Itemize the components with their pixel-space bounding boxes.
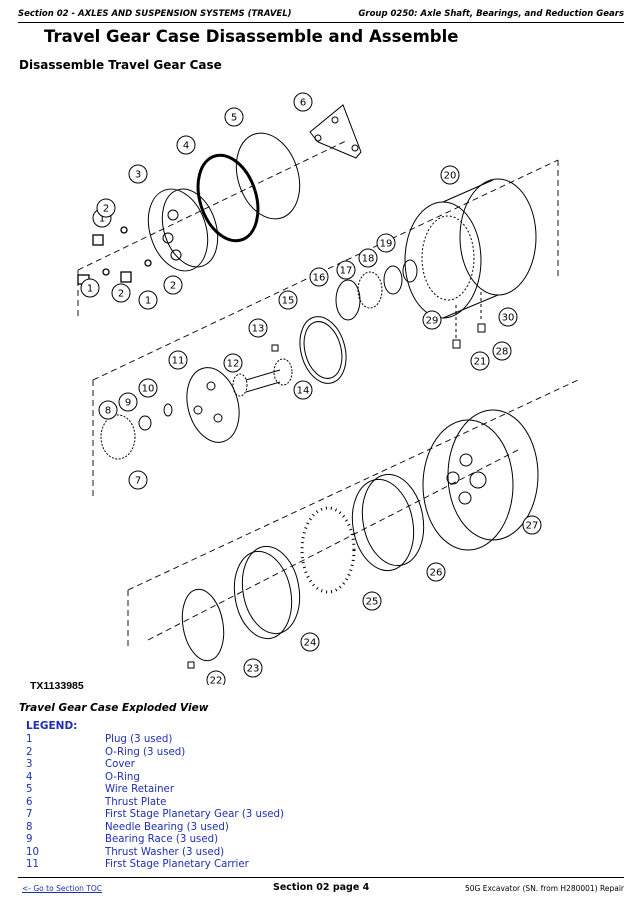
callout-circle xyxy=(492,341,512,361)
page-footer: <- Go to Section TOC Section 02 page 4 5… xyxy=(18,877,624,900)
callout-circle xyxy=(362,591,382,611)
callout-number: 29 xyxy=(426,316,439,327)
callout-circle xyxy=(336,260,356,280)
callout-number: 28 xyxy=(496,347,509,358)
callout-number: 27 xyxy=(526,521,539,532)
callout-number: 18 xyxy=(362,254,375,265)
callout-number: 5 xyxy=(231,113,237,124)
figure-id: TX1133985 xyxy=(30,680,84,692)
callout-number: 6 xyxy=(300,98,306,109)
legend-title: LEGEND: xyxy=(26,720,78,732)
callout-circle xyxy=(206,670,226,685)
callout-circle xyxy=(293,92,313,112)
page-header: Section 02 - AXLES AND SUSPENSION SYSTEM… xyxy=(18,6,624,23)
callout-number: 7 xyxy=(135,476,141,487)
callout-circle xyxy=(248,318,268,338)
callout-number: 2 xyxy=(170,281,176,292)
callout-circle xyxy=(300,632,320,652)
callout-circle xyxy=(309,267,329,287)
callout-number: 8 xyxy=(105,406,111,417)
callout-number: 21 xyxy=(474,357,487,368)
callout-circle xyxy=(440,165,460,185)
callout-number: 25 xyxy=(366,597,379,608)
callout-number: 4 xyxy=(183,141,189,152)
callout-circle xyxy=(163,275,183,295)
callout-circle xyxy=(498,307,518,327)
callout-circle xyxy=(118,392,138,412)
callout-circle xyxy=(98,400,118,420)
callout-number: 1 xyxy=(145,296,151,307)
callout-number: 12 xyxy=(227,359,240,370)
callout-circle xyxy=(96,198,116,218)
callout-circle xyxy=(224,107,244,127)
callout-circle xyxy=(168,350,188,370)
callout-number: 2 xyxy=(118,289,124,300)
callout-number: 30 xyxy=(502,313,515,324)
callout-circle xyxy=(422,310,442,330)
callout-circle xyxy=(426,562,446,582)
callout-number: 1 xyxy=(87,284,93,295)
callout-number: 19 xyxy=(380,239,393,250)
callout-circle xyxy=(138,290,158,310)
callout-number: 1 xyxy=(99,214,105,225)
callout-number: 13 xyxy=(252,324,265,335)
callout-number: 26 xyxy=(430,568,443,579)
callout-number: 9 xyxy=(125,398,131,409)
model-info: 50G Excavator (SN. from H280001) Repair xyxy=(464,884,624,893)
callout-circle xyxy=(376,233,396,253)
callout-number: 10 xyxy=(142,384,155,395)
callout-circle xyxy=(293,380,313,400)
callout-number: 22 xyxy=(210,676,223,686)
group-title: Group 0250: Axle Shaft, Bearings, and Re… xyxy=(358,9,624,19)
callout-number: 11 xyxy=(172,356,185,367)
page-title: Travel Gear Case Disassemble and Assembl… xyxy=(44,27,459,46)
callout-number: 3 xyxy=(135,170,141,181)
callout-number: 23 xyxy=(247,664,260,675)
callout-circle xyxy=(223,353,243,373)
callout-number: 20 xyxy=(444,171,457,182)
callout-number: 15 xyxy=(282,296,295,307)
callout-number: 24 xyxy=(304,638,317,649)
callout-number: 17 xyxy=(340,266,353,277)
section-title: Section 02 - AXLES AND SUSPENSION SYSTEM… xyxy=(18,9,292,19)
callout-circle xyxy=(80,278,100,298)
callout-circle xyxy=(138,378,158,398)
callout-circle xyxy=(243,658,263,678)
callout-circle xyxy=(278,290,298,310)
callout-number: 16 xyxy=(313,273,326,284)
callout-number: 14 xyxy=(297,386,310,397)
callout-number: 2 xyxy=(103,204,109,215)
callout-circle xyxy=(176,135,196,155)
callout-circle xyxy=(111,283,131,303)
callout-circle xyxy=(470,351,490,371)
callout-circle xyxy=(128,470,148,490)
page-number: Section 02 page 4 xyxy=(273,882,370,893)
callout-circle xyxy=(128,164,148,184)
figure-caption: Travel Gear Case Exploded View xyxy=(19,702,209,714)
callout-circle xyxy=(522,515,542,535)
go-to-section-toc-link[interactable]: <- Go to Section TOC xyxy=(22,884,103,893)
callout-circle xyxy=(358,248,378,268)
procedure-subtitle: Disassemble Travel Gear Case xyxy=(19,58,222,72)
